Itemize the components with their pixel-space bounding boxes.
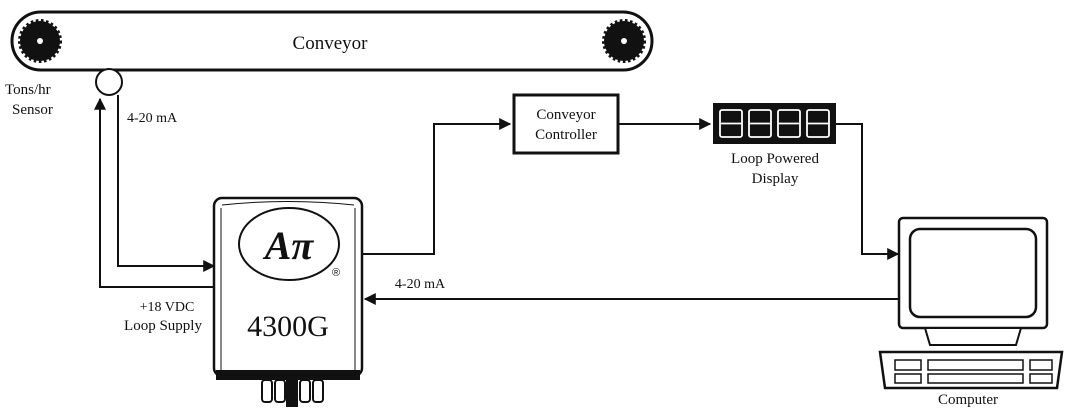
sensor-loop-wires: [94, 95, 216, 288]
loop-powered-display: Loop Powered Display: [713, 103, 836, 187]
computer-icon: Computer: [878, 216, 1064, 408]
controller-label-line1: Conveyor: [536, 107, 595, 123]
tons-per-hour-sensor: Tons/hr Sensor: [5, 68, 123, 118]
device-logo-badge: [238, 207, 340, 281]
loop-supply-wire: [94, 97, 214, 288]
registered-mark: ®: [332, 267, 340, 279]
loop-supply-label: Loop Supply: [124, 318, 202, 334]
conveyor-belt: [10, 10, 654, 72]
seven-segment-digits-icon: [719, 109, 830, 138]
device-4300g: Aπ ® 4300G: [212, 196, 364, 407]
conveyor-controller: Conveyor Controller: [512, 93, 620, 155]
sensor-signal-wire: [117, 95, 216, 272]
display-label-line2: Display: [752, 171, 799, 187]
computer-output-label: 4-20 mA: [395, 277, 446, 292]
conveyor: Conveyor: [10, 10, 654, 72]
display-label-line1: Loop Powered: [731, 151, 819, 167]
sensor-label-line2: Sensor: [12, 102, 53, 118]
left-pulley-icon: [18, 19, 62, 63]
device-connector-pins: [261, 379, 324, 407]
device-logo-text: Aπ: [262, 223, 315, 268]
computer-screen: [908, 227, 1038, 319]
display-to-computer-wire: [836, 123, 900, 260]
computer-label: Computer: [938, 392, 998, 408]
device-to-controller-wire: [362, 118, 512, 255]
device-model-label: 4300G: [247, 310, 329, 343]
controller-label-line2: Controller: [535, 127, 597, 143]
loop-supply-voltage-label: +18 VDC: [140, 300, 195, 315]
controller-box: [512, 93, 620, 155]
sensor-icon: [95, 68, 123, 96]
sensor-label-line1: Tons/hr: [5, 82, 51, 98]
right-pulley-icon: [602, 19, 646, 63]
sensor-output-label: 4-20 mA: [127, 111, 178, 126]
conveyor-label: Conveyor: [293, 33, 369, 54]
device-base: [216, 370, 360, 380]
